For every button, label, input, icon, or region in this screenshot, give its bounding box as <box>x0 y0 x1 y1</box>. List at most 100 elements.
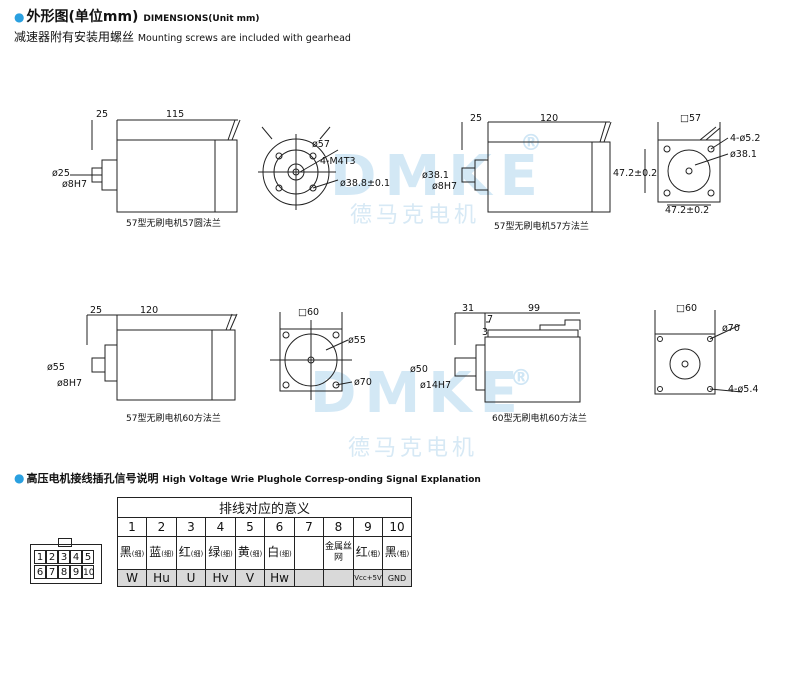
d8-pcd: ø70 <box>722 323 740 334</box>
d1-dia-flange: ø25 <box>52 168 70 179</box>
d7-dim-body: 99 <box>528 303 540 314</box>
signal-name: W <box>117 569 147 587</box>
wire-color: 金属丝网 <box>323 536 354 570</box>
wire-color: 黄(细) <box>235 536 265 570</box>
d7-dim-a: 7 <box>487 314 493 325</box>
connector-body <box>30 544 102 584</box>
caption-57-60square: 57型无刷电机60方法兰 <box>126 412 221 424</box>
wire-color: 白(细) <box>264 536 295 570</box>
d1-dim-body: 115 <box>166 109 184 120</box>
drawing-57-round-side <box>70 119 241 213</box>
pin-number: 2 <box>146 517 177 537</box>
mounting-note: 减速器附有安装用螺丝 Mounting screws are included … <box>14 30 351 44</box>
signal-name: U <box>176 569 206 587</box>
d4-holes: 4-ø5.2 <box>730 133 760 144</box>
signal-name <box>294 569 324 587</box>
drawing-60-square-side <box>454 312 581 403</box>
connector-pin: 2 <box>46 550 58 564</box>
drawing-60square-front-b <box>654 310 743 395</box>
pin-number: 6 <box>264 517 295 537</box>
d5-dim-body: 120 <box>140 305 158 316</box>
wire-color: 绿(细) <box>205 536 236 570</box>
signal-name: V <box>235 569 265 587</box>
d4-vdim: 47.2±0.2 <box>613 168 657 179</box>
caption-57-round: 57型无刷电机57圆法兰 <box>126 217 221 229</box>
d2-pcd: ø38.8±0.1 <box>340 178 390 189</box>
d2-dia-outer: ø57 <box>312 139 330 150</box>
connector-pin: 3 <box>58 550 70 564</box>
signal-name: Hu <box>146 569 177 587</box>
signal-name <box>323 569 354 587</box>
connector-pin: 7 <box>46 565 58 579</box>
wire-color-row: 黑(细) 蓝(细) 红(细) 绿(细) 黄(细) 白(细) 金属丝网 红(粗) … <box>117 536 412 570</box>
pin-number: 3 <box>176 517 206 537</box>
d6-pilot: ø55 <box>348 335 366 346</box>
svg-text:®: ® <box>520 131 542 156</box>
d6-square: □60 <box>298 307 319 318</box>
svg-text:®: ® <box>510 366 532 391</box>
drawing-57-square-side <box>461 121 612 213</box>
d3-dia-shaft: ø8H7 <box>432 181 457 192</box>
pin-number-row: 1 2 3 4 5 6 7 8 9 10 <box>117 517 412 537</box>
d4-hdim: 47.2±0.2 <box>665 205 709 216</box>
wire-color: 黑(粗) <box>382 536 412 570</box>
connector-pin: 5 <box>82 550 94 564</box>
signal-name: Vcc+5V <box>353 569 383 587</box>
pin-number: 9 <box>353 517 383 537</box>
d7-dim-shaft: 31 <box>462 303 474 314</box>
d3-dim-body: 120 <box>540 113 558 124</box>
pin-number: 7 <box>294 517 324 537</box>
d7-dim-b: 3 <box>482 327 488 338</box>
d6-pcd: ø70 <box>354 377 372 388</box>
bullet-icon: ● <box>14 471 25 485</box>
drawing-60square-front-a <box>270 312 353 400</box>
signal-header: ●高压电机接线插孔信号说明 High Voltage Wrie Plughole… <box>14 471 481 485</box>
d7-dia-pilot: ø50 <box>410 364 428 375</box>
pin-number: 4 <box>205 517 236 537</box>
pin-number: 1 <box>117 517 147 537</box>
connector-pin: 10 <box>82 565 94 579</box>
wire-color: 红(细) <box>176 536 206 570</box>
d4-pilot: ø38.1 <box>730 149 757 160</box>
d5-dim-shaft: 25 <box>90 305 102 316</box>
signal-name: GND <box>382 569 412 587</box>
pin-number: 8 <box>323 517 354 537</box>
wire-color: 黑(细) <box>117 536 147 570</box>
d3-dim-shaft: 25 <box>470 113 482 124</box>
wire-color: 蓝(细) <box>146 536 177 570</box>
svg-text:德马克电机: 德马克电机 <box>350 203 480 228</box>
svg-text:DMKE: DMKE <box>330 144 546 209</box>
connector-latch <box>58 538 72 547</box>
pin-number: 10 <box>382 517 412 537</box>
wire-color <box>294 536 324 570</box>
drawing-57-60square-side <box>86 313 238 401</box>
connector-pin: 6 <box>34 565 46 579</box>
d7-dia-shaft: ø14H7 <box>420 380 451 391</box>
svg-text:德马克电机: 德马克电机 <box>348 436 478 461</box>
watermark-top: DMKE ® 德马克电机 <box>330 131 546 228</box>
drawing-57-square-front <box>644 122 729 206</box>
connector-pin: 9 <box>70 565 82 579</box>
caption-60-square: 60型无刷电机60方法兰 <box>492 412 587 424</box>
connector-pin: 1 <box>34 550 46 564</box>
d5-dia-shaft: ø8H7 <box>57 378 82 389</box>
d8-holes: 4-ø5.4 <box>728 384 758 395</box>
connector-pin: 4 <box>70 550 82 564</box>
wire-color: 红(粗) <box>353 536 383 570</box>
signal-table: 排线对应的意义 1 2 3 4 5 6 7 8 9 10 黑(细) 蓝(细) 红… <box>117 497 412 587</box>
drawing-57-round-front <box>258 126 339 210</box>
d5-dia-pilot: ø55 <box>47 362 65 373</box>
d3-dia-pilot: ø38.1 <box>422 170 449 181</box>
d2-thread: 4-M4T3 <box>320 156 356 167</box>
bullet-icon: ● <box>14 10 25 24</box>
watermark-bottom: DMKE ® 德马克电机 <box>310 361 532 461</box>
d1-dia-shaft: ø8H7 <box>62 179 87 190</box>
d1-dim-shaft: 25 <box>96 109 108 120</box>
svg-text:DMKE: DMKE <box>310 361 526 426</box>
signal-name: Hw <box>264 569 295 587</box>
d4-square: □57 <box>680 113 701 124</box>
dimensions-header: ●外形图(单位mm) DIMENSIONS(Unit mm) <box>14 9 260 25</box>
pin-number: 5 <box>235 517 265 537</box>
table-title: 排线对应的意义 <box>117 497 412 518</box>
